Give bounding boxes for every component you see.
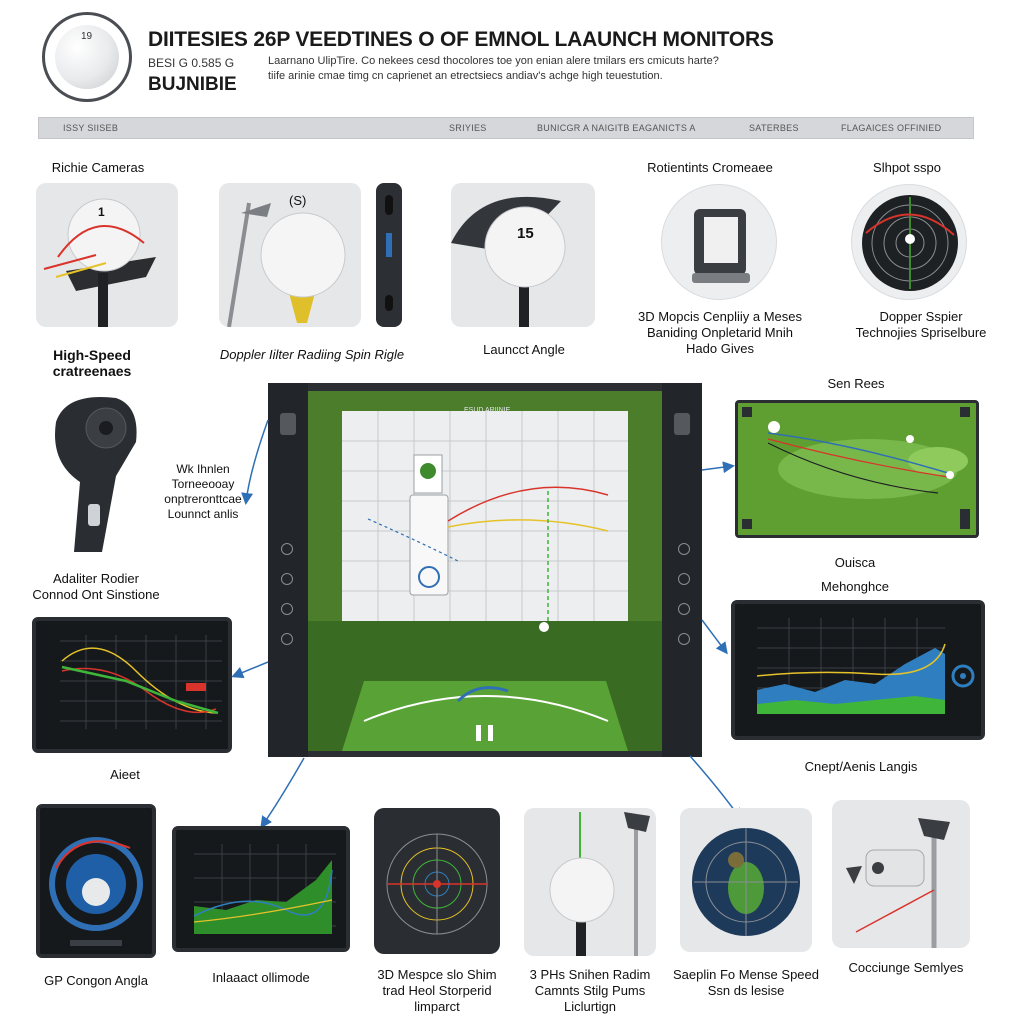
golf-ball-icon [55,25,119,89]
category-bar: ISSY SIISEB SRIYIES BUNICGR A NAIGITB EA… [38,117,974,139]
sensor-unit-icon [692,209,750,283]
caption-doppler: Doppler Iilter Radiing Spin Rigle [219,347,405,362]
side-dot-button[interactable] [281,573,293,585]
header-ball-logo: 19 [42,12,132,102]
page-title: DIITESIES 26P VEEDTINES O OF EMNOL LAAUN… [148,28,774,51]
simulator-bay-scene [308,391,662,751]
feature-label-spot: Slhpot sspo [873,160,941,175]
ball-number: 1 [98,205,105,219]
bottom-label-5: Cocciunge Semlyes [848,960,964,975]
feature-tile-launch: 15 [451,183,595,327]
side-dot-button[interactable] [678,603,690,615]
category-bar-item: FLAGAICES OFFINIED [841,123,942,133]
club-ball-illustration [227,202,346,327]
right-data-monitor [731,600,985,740]
bottom-label-4: Saeplin Fo Mense Speed Ssn ds lesise [673,967,819,998]
side-dot-button[interactable] [678,543,690,555]
category-bar-item: ISSY SIISEB [63,123,119,133]
side-control-button[interactable] [674,413,690,435]
side-dot-button[interactable] [281,603,293,615]
category-bar-item: SRIYIES [449,123,487,133]
3d-radar-icon [386,833,488,935]
side-dot-button[interactable] [281,543,293,555]
camera-ball-illustration [43,198,156,327]
ball-number: 19 [81,31,93,42]
caption-adapter: Adaliter Rodier Connod Ont Sinstione [32,571,160,602]
left-data-monitor [32,617,232,753]
ball-club-icon [549,812,650,956]
category-bar-item: BUNICGR A NAIGITB EAGANICTS A [537,123,696,133]
feature-circle-sensor [661,184,777,300]
caption-ouisca: Ouisca Mehonghce [821,555,889,594]
bottom-tile-chart [172,826,350,952]
side-dot-button[interactable] [678,633,690,645]
feature-label-rotation: Rotientints Cromeaee [647,160,773,175]
feature-tile-cameras: 1 [36,183,178,327]
category-bar-item: SATERBES [749,123,799,133]
header-sub-left: BESI G 0.585 G [148,56,235,70]
caption-doppler-tech: Dopper Sspier Technojies Spriselbure [855,309,987,340]
side-dot-button[interactable] [678,573,690,585]
caption-sen-rees: Sen Rees [827,376,885,391]
simulator-right-panel [662,383,702,757]
bottom-tile-green-map [680,808,812,952]
right-monitor-chart [735,604,981,736]
left-monitor-chart [36,621,228,749]
caption-launch: Launcct Angle [483,342,565,357]
caption-high-speed: High-Speed cratreenaes [52,347,132,379]
caption-cnept: Cnept/Aenis Langis [804,759,918,774]
course-map [738,403,976,535]
handheld-remote-device [36,392,156,560]
side-control-button[interactable] [280,413,296,435]
club-sensor-icon [846,818,950,948]
simulator-screen-header: ESUD ARIINIE [464,407,511,414]
target-radar-icon [862,195,958,291]
caption-wifi: Wk Ihnlen Torneeooay onptreronttcae Loun… [164,462,242,521]
simulator-left-panel [268,383,308,757]
dial-gauge-icon [40,808,152,954]
bottom-tile-club-sensor [832,800,970,948]
bottom-label-2: 3D Mespce slo Shim trad Heol Storperid l… [377,967,497,1014]
feature-tile-doppler: (S) [219,183,361,327]
header-brand: BUJNIBIE [148,74,237,95]
course-map-screen [735,400,979,538]
bottom-tile-radar [374,808,500,954]
header-desc-line1: Laarnano UlipTire. Co nekees cesd thocol… [268,55,719,67]
driver-ball-illustration [451,196,566,327]
bottom-tile-dial [36,804,156,958]
caption-left-monitor: Aieet [110,767,140,782]
radar-device-icon [376,183,402,327]
feature-label-cameras: Richie Cameras [51,160,145,175]
feature-circle-target [851,184,967,300]
green-map-icon [692,828,800,936]
ball-number: 15 [517,225,534,242]
bottom-label-3: 3 PHs Snihen Radim Camnts Stilg Pums Lic… [529,967,651,1014]
ball-number: (S) [289,193,307,208]
bottom-tile-ball-club [524,808,656,956]
side-dot-button[interactable] [281,633,293,645]
header-desc-line2: tiife arinie cmae timg cn caprienet an e… [268,70,663,82]
impact-chart [176,830,346,948]
caption-mapping: 3D Mopcis Cenpliiy a Meses Baniding Onpl… [637,309,802,356]
bottom-label-0: GP Congon Angla [44,973,148,988]
simulator-screen: ESUD ARIINIE [268,383,702,757]
bottom-label-1: Inlaaact ollimode [212,970,310,985]
